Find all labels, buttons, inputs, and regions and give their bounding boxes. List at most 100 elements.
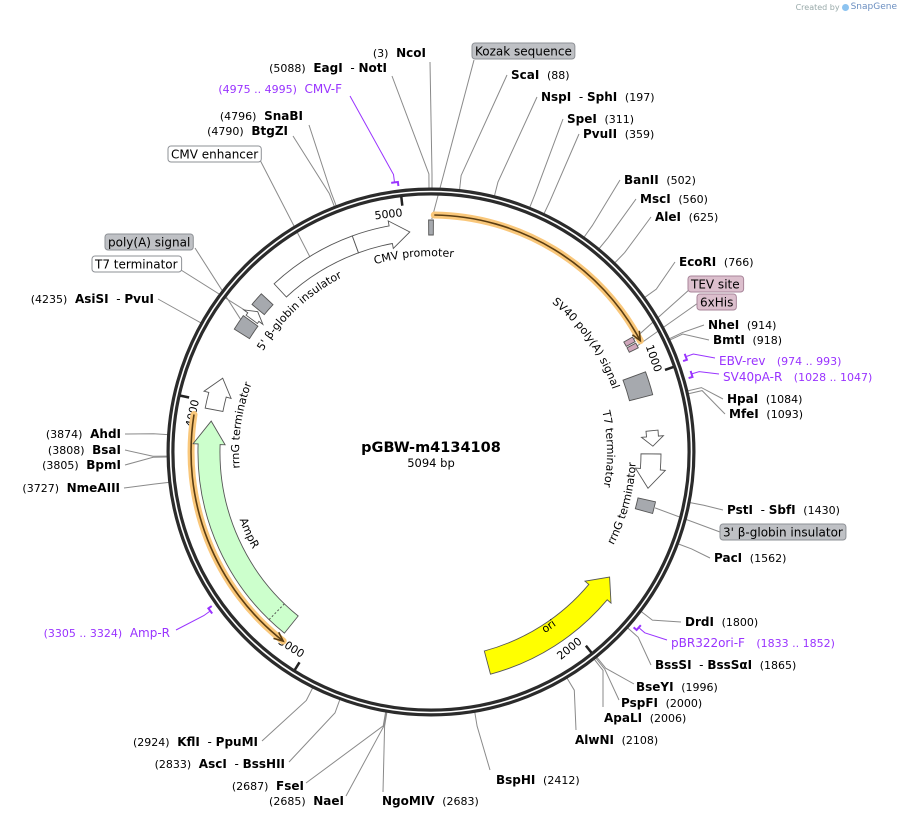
enzyme-name: PspFI	[621, 696, 658, 710]
sv40-polya-signal-feature[interactable]	[622, 371, 654, 402]
enzyme-name: BsaI	[92, 443, 121, 457]
enzyme-site-label[interactable]: MscI (560)	[640, 192, 708, 206]
6xhis-feature[interactable]	[626, 342, 639, 353]
enzyme-site-label[interactable]: EcoRI (766)	[679, 255, 754, 269]
kozak-sequence-feature[interactable]	[428, 219, 434, 236]
enzyme-position: (197)	[625, 91, 655, 104]
enzyme-name: AhdI	[90, 427, 121, 441]
feature-leader-line	[194, 247, 246, 327]
feature-label-box[interactable]: 6xHis	[696, 293, 737, 311]
enzyme-leader-line	[687, 387, 724, 400]
enzyme-site-label[interactable]: (4796) SnaBI	[220, 109, 303, 123]
ori-feature[interactable]	[483, 576, 612, 675]
enzyme-site-label[interactable]: (2685) NaeI	[269, 794, 344, 808]
enzyme-name: ScaI	[511, 68, 539, 82]
primer-leader-line	[175, 611, 210, 631]
rrng-terminator-left-feature[interactable]	[202, 377, 232, 413]
enzyme-site-label[interactable]: BmtI (918)	[713, 333, 782, 347]
enzyme-name: AscI	[199, 757, 227, 771]
enzyme-site-label[interactable]: PstI - SbfI (1430)	[727, 503, 840, 517]
enzyme-position: (502)	[666, 174, 696, 187]
feature-label-box[interactable]: CMV enhancer	[167, 145, 262, 163]
enzyme-site-label[interactable]: HpaI (1084)	[727, 392, 802, 406]
enzyme-position: (918)	[753, 334, 783, 347]
enzyme-name: PpuMI	[216, 735, 258, 749]
beta-globin-insulator-5-feature[interactable]	[251, 293, 274, 316]
enzyme-site-label[interactable]: BseYI (1996)	[636, 680, 718, 694]
enzyme-position: (5088)	[269, 62, 306, 75]
enzyme-name: PvuI	[124, 292, 154, 306]
enzyme-site-label[interactable]: SpeI (311)	[567, 112, 634, 126]
enzyme-site-label[interactable]: (3874) AhdI	[46, 427, 121, 441]
enzyme-site-label[interactable]: ScaI (88)	[511, 68, 570, 82]
orf-left[interactable]	[190, 414, 284, 642]
enzyme-site-label[interactable]: (4235) AsiSI - PvuI	[31, 292, 154, 306]
ampr-feature[interactable]	[192, 420, 299, 634]
enzyme-site-label[interactable]: (2687) FseI	[232, 779, 304, 793]
enzyme-site-label[interactable]: BanII (502)	[624, 173, 696, 187]
enzyme-site-label[interactable]: (5088) EagI - NotI	[269, 61, 387, 75]
enzyme-site-label[interactable]: AleI (625)	[655, 210, 718, 224]
enzyme-site-label[interactable]: DrdI (1800)	[685, 615, 758, 629]
orf-right[interactable]	[434, 214, 642, 342]
primer-label[interactable]: (4975 .. 4995) CMV-F	[218, 82, 342, 96]
enzyme-site-label[interactable]: (3808) BsaI	[48, 443, 121, 457]
enzyme-site-label[interactable]: NspI - SphI (197)	[541, 90, 655, 104]
enzyme-name: BspHI	[496, 773, 535, 787]
t7-terminator-right-feature[interactable]	[640, 429, 665, 447]
enzyme-site-label[interactable]: BssSI - BssSαI (1865)	[655, 658, 796, 672]
primer-binding-mark[interactable]	[688, 370, 694, 380]
enzyme-site-label[interactable]: (3727) NmeAIII	[22, 481, 120, 495]
enzyme-site-label[interactable]: BspHI (2412)	[496, 773, 580, 787]
snapgene-logo-icon	[841, 3, 849, 11]
beta-globin-insulator-3-feature[interactable]	[634, 497, 657, 515]
enzyme-leader-line	[124, 433, 168, 436]
poly-a-signal-feature[interactable]	[233, 314, 259, 340]
enzyme-site-label[interactable]: PvuII (359)	[583, 127, 654, 141]
primer-label[interactable]: SV40pA-R (1028 .. 1047)	[723, 370, 872, 384]
enzyme-separator: -	[753, 503, 769, 517]
primer-binding-mark[interactable]	[391, 180, 400, 187]
enzyme-name: PstI	[727, 503, 753, 517]
primer-label[interactable]: EBV-rev (974 .. 993)	[719, 354, 841, 368]
feature-label-box[interactable]: T7 terminator	[91, 255, 183, 273]
enzyme-name: MscI	[640, 192, 671, 206]
enzyme-leader-line	[594, 659, 604, 707]
feature-label-box[interactable]: 3' β-globin insulator	[719, 523, 847, 541]
t7-terminator-left-feature[interactable]	[242, 309, 264, 326]
primer-binding-mark[interactable]	[632, 624, 642, 632]
enzyme-site-label[interactable]: ApaLI (2006)	[604, 711, 686, 725]
primer-binding-mark[interactable]	[682, 353, 689, 363]
cmv-promoter-feature[interactable]	[351, 220, 411, 254]
enzyme-site-label[interactable]: (4790) BtgZI	[207, 124, 288, 138]
primer-label[interactable]: pBR322ori-F (1833 .. 1852)	[671, 636, 835, 650]
feature-leader-line	[259, 159, 315, 265]
primer-label[interactable]: (3305 .. 3324) Amp-R	[44, 626, 170, 640]
enzyme-site-label[interactable]: NheI (914)	[708, 318, 776, 332]
enzyme-name: EagI	[313, 61, 342, 75]
enzyme-site-label[interactable]: (3) NcoI	[373, 46, 426, 60]
enzyme-site-label[interactable]: PacI (1562)	[714, 551, 786, 565]
enzyme-name: PacI	[714, 551, 742, 565]
primer-binding-mark[interactable]	[206, 605, 213, 615]
rrng-terminator-right-feature[interactable]	[634, 453, 667, 490]
enzyme-name: NaeI	[313, 794, 344, 808]
feature-label-box[interactable]: poly(A) signal	[104, 233, 194, 251]
enzyme-leader-line	[640, 611, 682, 623]
enzyme-leader-line	[345, 712, 387, 797]
enzyme-position: (2687)	[232, 780, 269, 793]
enzyme-site-label[interactable]: (2924) KflI - PpuMI	[133, 735, 258, 749]
enzyme-site-label[interactable]: PspFI (2000)	[621, 696, 702, 710]
feature-label-box[interactable]: Kozak sequence	[471, 42, 576, 60]
enzyme-site-label[interactable]: AlwNI (2108)	[575, 733, 658, 747]
enzyme-site-label[interactable]: NgoMIV (2683)	[382, 794, 479, 808]
enzyme-site-label[interactable]: (3805) BpmI	[42, 458, 121, 472]
tev-site-feature[interactable]	[623, 336, 636, 348]
tick-mark	[400, 196, 404, 206]
enzyme-leader-line	[429, 61, 433, 188]
enzyme-position: (914)	[747, 319, 777, 332]
feature-label-box[interactable]: TEV site	[687, 275, 745, 293]
enzyme-site-label[interactable]: MfeI (1093)	[729, 407, 803, 421]
enzyme-site-label[interactable]: (2833) AscI - BssHII	[155, 757, 285, 771]
feature-label-box-text: 6xHis	[700, 296, 733, 310]
